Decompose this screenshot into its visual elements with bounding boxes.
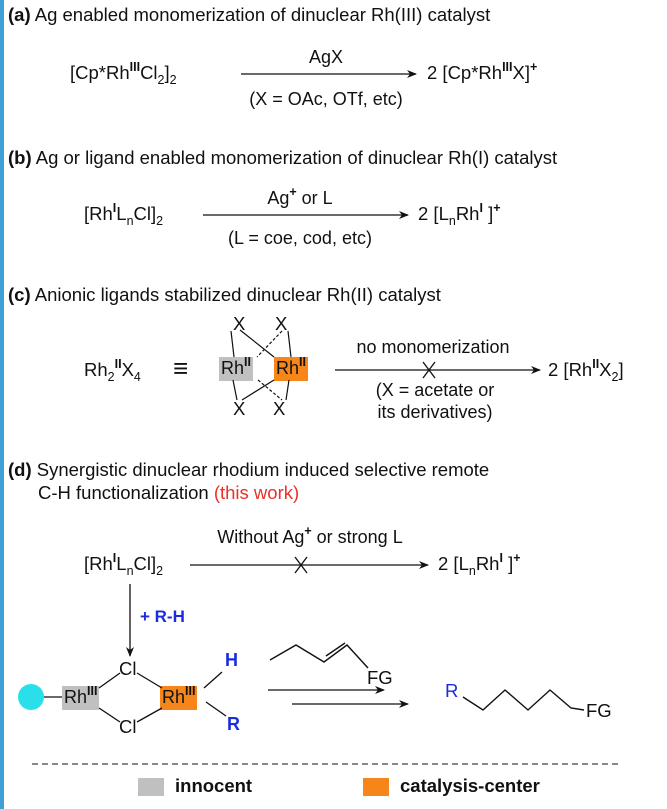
alkyl-r-label: R — [227, 714, 240, 734]
panel-d-arrow-label: Without Ag+ or strong L — [217, 524, 403, 547]
innocent-swatch — [138, 778, 164, 796]
paddlewheel-x-top-right: X — [275, 313, 288, 334]
panel-a-heading: (a) Ag enabled monomerization of dinucle… — [8, 4, 491, 25]
panel-a-reactant: [Cp*RhIIICl2]2 — [70, 60, 177, 87]
paddlewheel-bonds — [230, 329, 292, 401]
panel-d-heading-line2: C-H functionalization (this work) — [38, 482, 300, 503]
product-chain — [462, 689, 585, 711]
panel-a-product: 2 [Cp*RhIIIX]+ — [427, 60, 538, 83]
innocent-rh-center: RhIII — [62, 684, 100, 710]
panel-c-arrow-label: no monomerization — [356, 337, 510, 357]
panel-a-condition: (X = OAc, OTf, etc) — [249, 89, 403, 109]
panel-c-heading: (c) Anionic ligands stabilized dinuclear… — [8, 284, 441, 305]
panel-c-condition-line1: (X = acetate or — [375, 380, 495, 400]
panel-b-product: 2 [LnRhI ]+ — [418, 201, 501, 228]
alkene-substrate — [269, 642, 369, 669]
panel-b-reagent: Ag+ or L — [267, 185, 333, 208]
left-edge-stripe — [0, 0, 4, 809]
innocent-rh-box: RhII — [219, 355, 253, 381]
alkene-fg-label: FG — [367, 667, 393, 688]
panel-c-formula: Rh2IIX4 — [84, 357, 141, 384]
legend-catalysis-center: catalysis-center — [400, 775, 540, 796]
panel-d-heading-line1: (d) Synergistic dinuclear rhodium induce… — [8, 459, 490, 480]
product-r-label: R — [445, 680, 459, 701]
panel-a-reagent: AgX — [308, 47, 344, 67]
panel-b-condition: (L = coe, cod, etc) — [228, 228, 372, 248]
paddlewheel-x-bottom-right: X — [273, 398, 286, 419]
panel-d-reactant: [RhILnCl]2 — [84, 551, 164, 578]
bridging-cl-top: Cl — [119, 658, 137, 679]
panel-c-condition-line2: its derivatives) — [377, 402, 493, 422]
panel-d-blocked-cross — [294, 556, 308, 574]
bridging-cl-bottom: Cl — [119, 716, 137, 737]
panel-c-blocked-cross — [422, 361, 436, 379]
legend-innocent: innocent — [175, 775, 253, 796]
paddlewheel-x-bottom-left: X — [233, 398, 246, 419]
this-work-tag: (this work) — [213, 482, 300, 503]
identity-symbol: ≡ — [173, 353, 189, 383]
ligand-sphere — [18, 684, 44, 710]
panel-b-heading: (b) Ag or ligand enabled monomerization … — [8, 147, 558, 168]
catalytic-rh-box: RhII — [274, 355, 308, 381]
catalysis-center-swatch — [363, 778, 389, 796]
panel-d-product: 2 [LnRhI ]+ — [438, 551, 521, 578]
rh-reagent-label: + R-H — [140, 607, 185, 626]
catalytic-rh-center: RhIII — [160, 684, 198, 710]
rh-r-bond — [205, 701, 227, 717]
chloride-bridges — [98, 672, 163, 723]
paddlewheel-x-top-left: X — [233, 313, 246, 334]
rh-h-bond — [203, 671, 223, 689]
product-fg-label: FG — [586, 700, 612, 721]
panel-b-reactant: [RhILnCl]2 — [84, 201, 164, 228]
hydride-label: H — [225, 650, 238, 670]
panel-c-product: 2 [RhIIX2] — [548, 357, 624, 384]
